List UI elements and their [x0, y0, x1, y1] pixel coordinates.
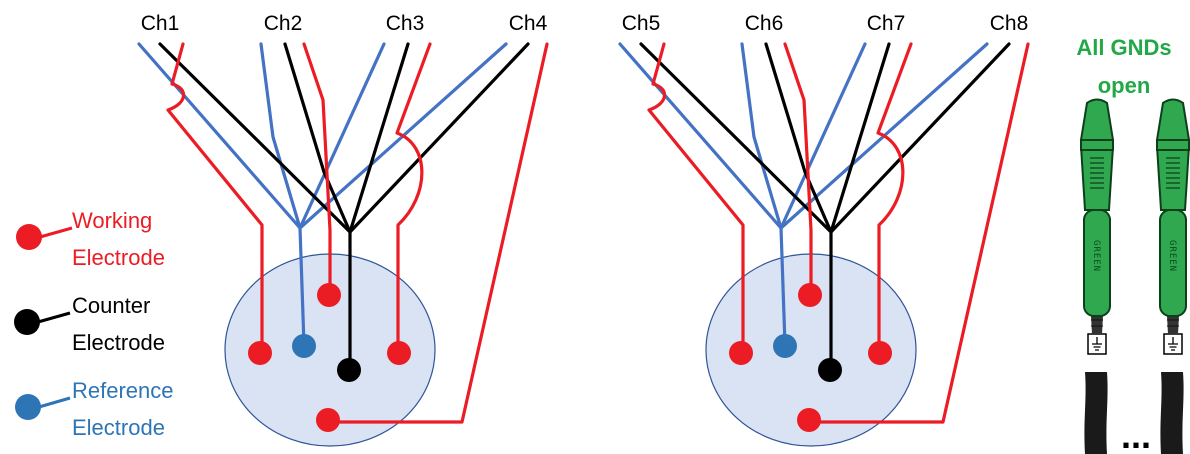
ellipsis: ... [1121, 415, 1151, 454]
channel-label-3: Ch3 [386, 12, 425, 35]
channel-label-6: Ch6 [745, 12, 784, 35]
plug-label-1: GREEN [1091, 240, 1101, 272]
gnd-label-line1: All GNDs [1076, 35, 1171, 60]
working-electrode-dot-icon [16, 224, 42, 250]
channel-label-1: Ch1 [141, 12, 180, 35]
plug-label-2: GREEN [1167, 240, 1177, 272]
channel-label-7: Ch7 [867, 12, 906, 35]
legend-counter-line1: Counter [72, 293, 150, 318]
channel-label-4: Ch4 [509, 12, 548, 35]
reference-electrode-dot-icon [15, 394, 41, 420]
legend-working-line1: Working [72, 208, 152, 233]
channel-label-5: Ch5 [622, 12, 661, 35]
legend-reference-line1: Reference [72, 378, 174, 403]
cell-group-2 [618, 42, 1030, 448]
cell-group-1 [137, 42, 549, 448]
channel-label-8: Ch8 [990, 12, 1029, 35]
channel-label-2: Ch2 [264, 12, 303, 35]
legend-working: Working Electrode [16, 208, 165, 270]
banana-plug-icon: GREEN [1080, 98, 1114, 454]
legend: Working Electrode Counter Electrode Refe… [14, 208, 174, 440]
legend-reference: Reference Electrode [15, 378, 174, 440]
legend-reference-line2: Electrode [72, 415, 165, 440]
legend-working-line2: Electrode [72, 245, 165, 270]
legend-counter-line2: Electrode [72, 330, 165, 355]
gnd-plugs: All GNDs open GREEN GREEN ... [1076, 35, 1190, 454]
banana-plug-icon: GREEN [1156, 98, 1190, 454]
counter-electrode-dot-icon [14, 309, 40, 335]
legend-counter: Counter Electrode [14, 293, 165, 355]
gnd-label-line2: open [1098, 73, 1151, 98]
